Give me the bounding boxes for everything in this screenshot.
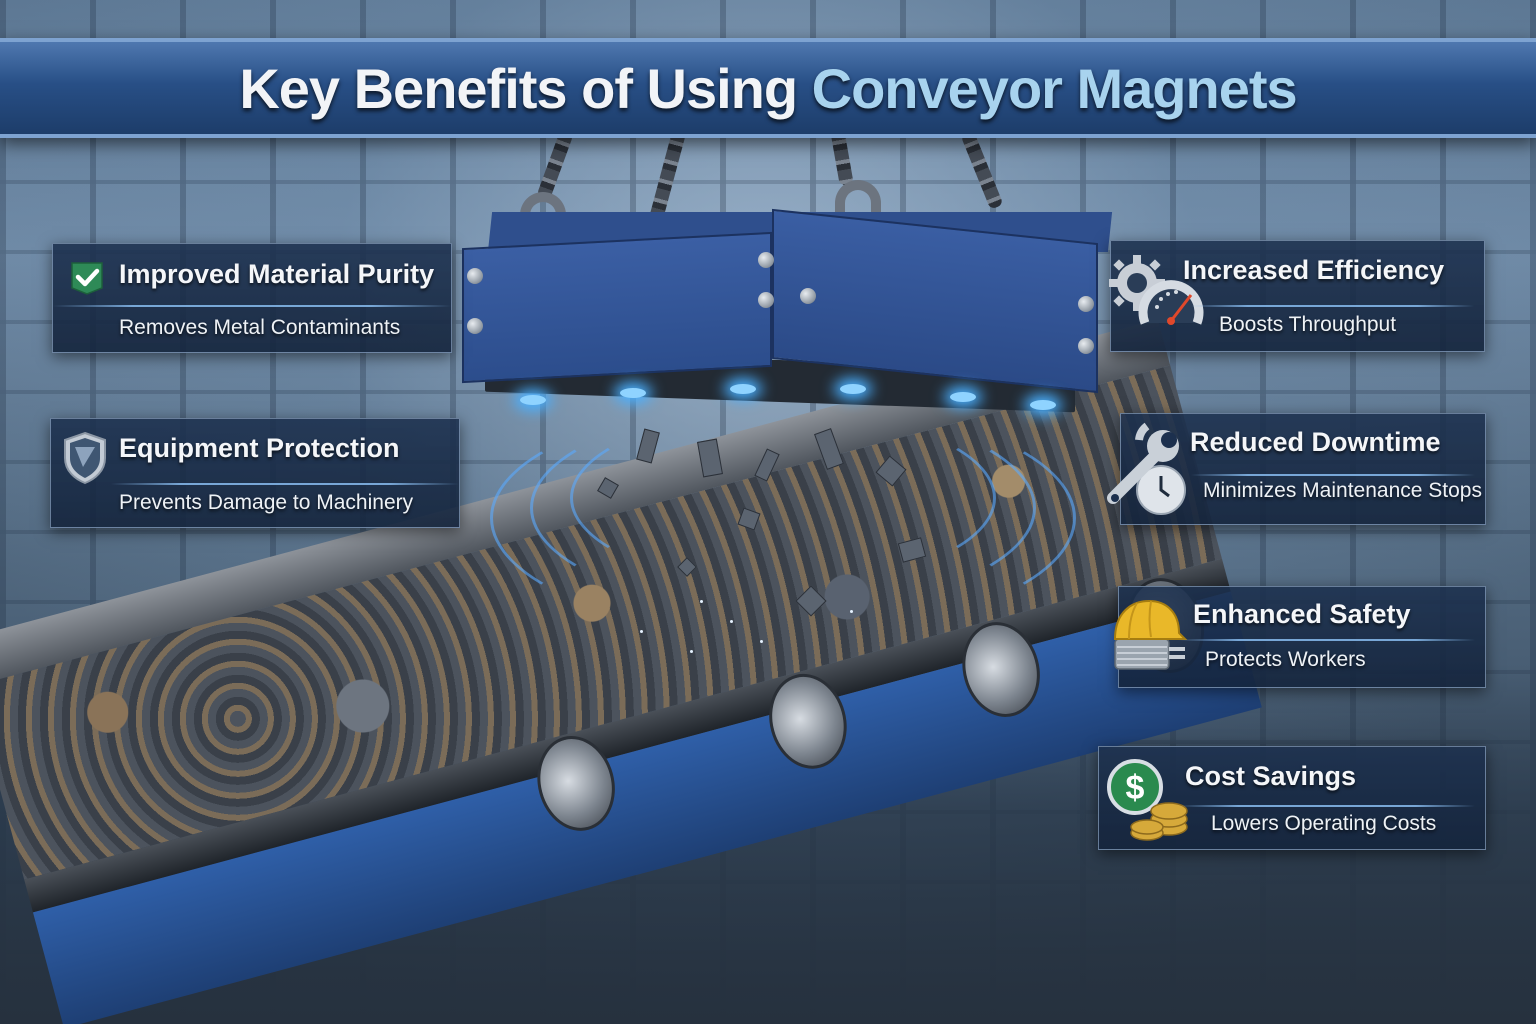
bolt xyxy=(1078,296,1094,312)
spark xyxy=(700,600,703,603)
bolt xyxy=(467,318,483,334)
benefit-subtitle: Protects Workers xyxy=(1205,648,1366,671)
benefit-card-safety: Enhanced Safety Protects Workers xyxy=(1113,586,1486,688)
bolt xyxy=(758,252,774,268)
divider xyxy=(111,483,459,485)
title-accent: Conveyor Magnets xyxy=(811,56,1298,120)
benefit-subtitle: Removes Metal Contaminants xyxy=(119,316,401,339)
magnetic-field xyxy=(570,410,996,586)
magnet-glow xyxy=(1030,400,1056,410)
spark xyxy=(760,640,763,643)
divider xyxy=(1179,805,1475,807)
title-banner: Key Benefits of Using Conveyor Magnets xyxy=(0,38,1536,138)
divider xyxy=(1179,639,1475,641)
spark xyxy=(730,620,733,623)
divider xyxy=(1191,305,1474,307)
benefit-card-material-purity: Improved Material Purity Removes Metal C… xyxy=(52,243,452,353)
spark xyxy=(850,610,853,613)
dollar-coins-icon: $ xyxy=(1107,759,1188,841)
shackle xyxy=(835,180,881,238)
benefit-card-downtime: Reduced Downtime Minimizes Maintenance S… xyxy=(1107,413,1486,525)
magnet-glow xyxy=(620,388,646,398)
divider xyxy=(53,305,451,307)
magnet-glow xyxy=(840,384,866,394)
magnet-glow xyxy=(730,384,756,394)
magnetic-field xyxy=(530,405,1036,611)
bolt xyxy=(1078,338,1094,354)
bolt xyxy=(758,292,774,308)
benefit-subtitle: Prevents Damage to Machinery xyxy=(119,491,414,514)
hard-hat-icon xyxy=(1113,599,1188,670)
benefit-title: Reduced Downtime xyxy=(1190,427,1441,457)
shield-icon xyxy=(64,431,106,485)
benefit-card-cost-savings: $ Cost Savings Lowers Operating Costs xyxy=(1098,746,1486,850)
gear-speedometer-icon xyxy=(1109,255,1204,325)
benefit-subtitle: Lowers Operating Costs xyxy=(1211,812,1437,835)
benefit-title: Improved Material Purity xyxy=(119,259,435,289)
magnet-front-left xyxy=(462,231,772,384)
benefit-title: Enhanced Safety xyxy=(1193,599,1411,629)
benefit-title: Equipment Protection xyxy=(119,433,400,463)
magnet-glow xyxy=(520,395,546,405)
spark xyxy=(690,650,693,653)
magnet-glow xyxy=(950,392,976,402)
divider xyxy=(1191,474,1475,476)
bolt xyxy=(467,268,483,284)
benefit-title: Cost Savings xyxy=(1185,761,1357,791)
wrench-clock-icon xyxy=(1107,422,1186,515)
benefit-card-efficiency: Increased Efficiency Boosts Throughput xyxy=(1109,240,1485,352)
page-title: Key Benefits of Using Conveyor Magnets xyxy=(239,56,1298,121)
title-main: Key Benefits of Using xyxy=(239,56,812,120)
benefit-card-equipment-protection: Equipment Protection Prevents Damage to … xyxy=(50,418,460,528)
bolt xyxy=(800,288,816,304)
checkmark-icon xyxy=(71,262,103,295)
benefit-subtitle: Minimizes Maintenance Stops xyxy=(1203,479,1482,502)
magnetic-field xyxy=(490,400,1076,636)
svg-text:$: $ xyxy=(1126,769,1145,807)
benefit-subtitle: Boosts Throughput xyxy=(1219,313,1397,336)
benefit-title: Increased Efficiency xyxy=(1183,255,1445,285)
spark xyxy=(640,630,643,633)
